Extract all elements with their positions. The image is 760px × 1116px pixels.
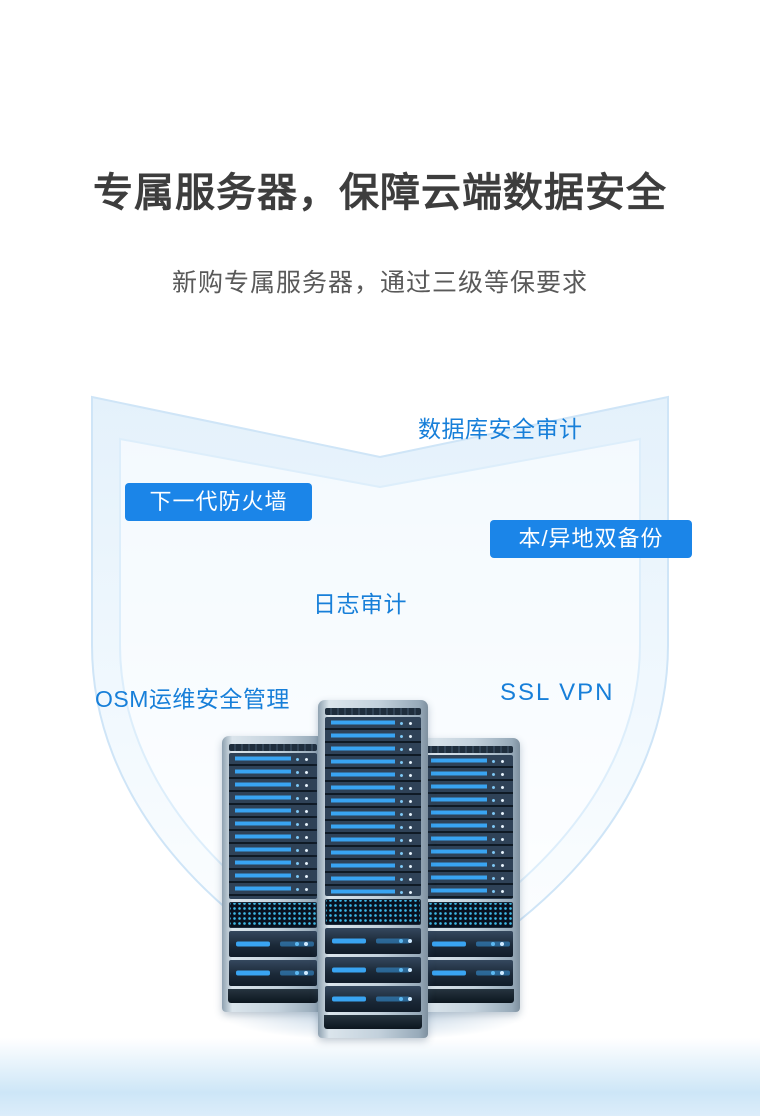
server-module <box>325 957 421 983</box>
server-module <box>229 960 317 986</box>
server-module <box>325 986 421 1012</box>
bottom-gradient-band <box>0 1038 760 1116</box>
feature-label-osm-management: OSM运维安全管理 <box>95 686 290 712</box>
server-rack-cluster-icon <box>167 696 579 1050</box>
server-rack-left <box>222 736 324 1012</box>
server-unit-rows <box>425 755 513 899</box>
rack-vent <box>229 744 317 751</box>
section-title: 专属服务器，保障云端数据安全 <box>93 171 667 215</box>
feature-badge-dual-backup: 本/异地双备份 <box>490 520 692 558</box>
server-module <box>425 931 513 957</box>
feature-label-ssl-vpn: SSL VPN <box>500 679 615 706</box>
led-matrix-display <box>229 902 317 928</box>
rack-base <box>324 1015 422 1029</box>
rack-base <box>424 989 514 1003</box>
rack-vent <box>425 746 513 753</box>
rack-vent <box>325 708 421 715</box>
server-rack-right <box>418 738 520 1012</box>
server-unit-rows <box>229 753 317 899</box>
server-module <box>325 928 421 954</box>
rack-base <box>228 989 318 1003</box>
server-module <box>229 931 317 957</box>
server-unit-rows <box>325 717 421 896</box>
feature-label-database-audit: 数据库安全审计 <box>418 416 583 442</box>
server-module <box>425 960 513 986</box>
server-rack-center <box>318 700 428 1038</box>
feature-label-log-audit: 日志审计 <box>313 591 407 617</box>
led-matrix-display <box>325 899 421 925</box>
led-matrix-display <box>425 902 513 928</box>
section-subtitle: 新购专属服务器，通过三级等保要求 <box>171 269 588 297</box>
feature-badge-next-gen-firewall: 下一代防火墙 <box>125 483 312 521</box>
